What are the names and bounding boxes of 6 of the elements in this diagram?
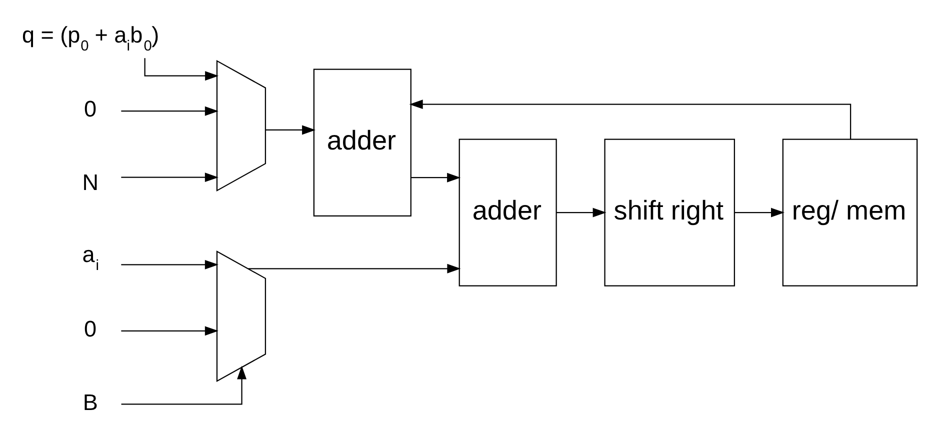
node-text: q = (p$_{0}$ + a$_{i}$b$_{0}$): [22, 22, 160, 54]
node-text: a$_{i}$: [82, 242, 100, 274]
node-text: N: [82, 170, 99, 195]
node-text: 0: [84, 316, 96, 342]
node-text: 0: [84, 96, 96, 122]
node-text: B: [82, 390, 98, 415]
